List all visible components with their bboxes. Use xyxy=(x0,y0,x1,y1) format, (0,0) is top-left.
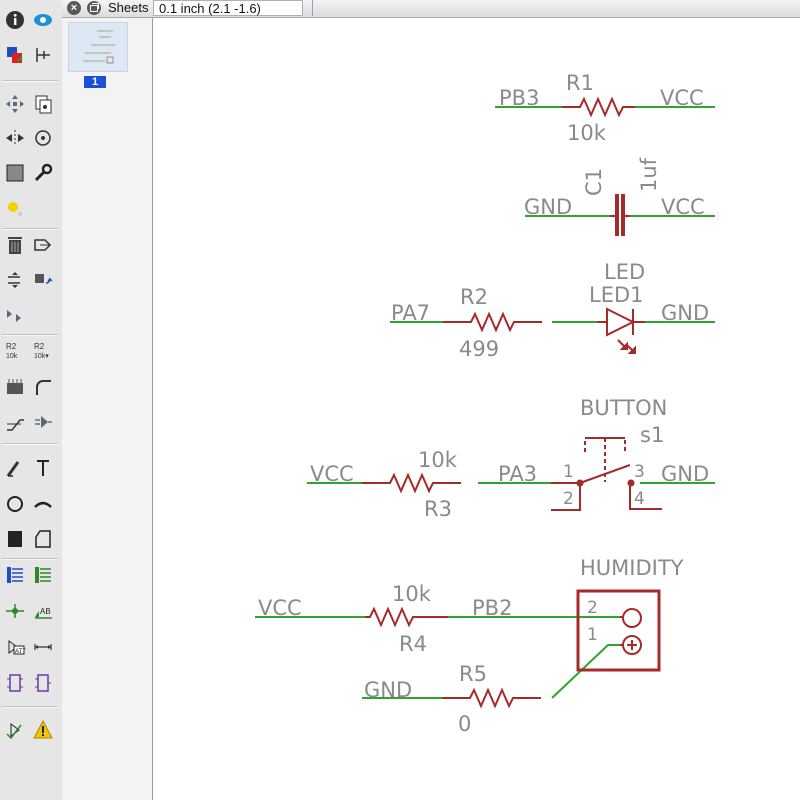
miter-icon[interactable] xyxy=(30,374,56,400)
frame-icon[interactable] xyxy=(2,670,28,696)
sheets-icon[interactable] xyxy=(87,1,101,15)
circle-icon[interactable] xyxy=(2,491,28,517)
sheets-tab-label[interactable]: Sheets xyxy=(108,0,149,15)
svg-text:10k▾: 10k▾ xyxy=(34,353,49,360)
svg-text:10k: 10k xyxy=(6,353,18,360)
r4-name-label: R4 xyxy=(399,632,427,656)
close-icon[interactable]: × xyxy=(67,1,81,15)
info-icon[interactable] xyxy=(2,7,28,33)
attribute-icon[interactable]: ATT xyxy=(2,634,28,660)
split-icon[interactable] xyxy=(2,409,28,435)
junction-icon[interactable] xyxy=(2,598,28,624)
rotate-icon[interactable] xyxy=(30,125,56,151)
copy-icon[interactable] xyxy=(30,91,56,117)
humidity-pin2-label: 2 xyxy=(587,598,598,618)
sheets-panel xyxy=(62,0,153,800)
svg-text:R2: R2 xyxy=(6,342,17,351)
led-name-label: LED1 xyxy=(589,283,644,307)
add-part-icon[interactable] xyxy=(30,232,56,258)
show-icon[interactable] xyxy=(30,7,56,33)
paste-icon[interactable] xyxy=(2,196,28,222)
bus-icon[interactable] xyxy=(2,562,28,588)
display-layers-icon[interactable] xyxy=(2,42,28,68)
r3-value-label: 10k xyxy=(418,448,458,472)
r3-left-net-label: VCC xyxy=(310,462,354,486)
humidity-net-label: PB2 xyxy=(472,596,512,620)
divider xyxy=(312,0,313,16)
r1-name-label: R1 xyxy=(566,71,594,95)
r5-name-label: R5 xyxy=(459,662,487,686)
r5-value-label: 0 xyxy=(458,712,471,736)
coordinate-display: 0.1 inch (2.1 -1.6) xyxy=(153,0,303,16)
arc-icon[interactable] xyxy=(30,491,56,517)
invoke-icon[interactable] xyxy=(30,409,56,435)
errors-icon[interactable] xyxy=(30,717,56,743)
mirror-icon[interactable] xyxy=(2,125,28,151)
button-name-label: s1 xyxy=(640,423,664,447)
r2-value-label: 499 xyxy=(459,337,499,361)
r3-name-label: R3 xyxy=(424,497,452,521)
polygon-icon[interactable] xyxy=(30,526,56,552)
svg-text:ATT: ATT xyxy=(15,649,26,655)
led-part-label: LED xyxy=(604,260,645,284)
schematic-drawing: PB3 R1 VCC 10k GND VCC C1 1uf LED LED1 G… xyxy=(255,71,715,736)
button-pin2-label: 2 xyxy=(563,489,574,509)
r1-value-label: 10k xyxy=(567,121,607,145)
r2-name-label: R2 xyxy=(460,285,488,309)
sheet-thumbnail[interactable] xyxy=(68,22,128,72)
c1-right-net-label: VCC xyxy=(661,195,705,219)
schematic-canvas[interactable]: PB3 R1 VCC 10k GND VCC C1 1uf LED LED1 G… xyxy=(153,18,800,800)
led-right-net-label: GND xyxy=(661,301,709,325)
mark-icon[interactable] xyxy=(30,42,56,68)
erc-icon[interactable] xyxy=(2,717,28,743)
change-icon[interactable] xyxy=(30,160,56,186)
value-icon[interactable]: R2 10k▾ xyxy=(30,338,56,364)
button-pin1-label: 1 xyxy=(563,462,574,482)
net-wires xyxy=(255,106,715,699)
net-icon[interactable] xyxy=(30,562,56,588)
c1-name-label: C1 xyxy=(582,168,606,196)
r4-left-net-label: VCC xyxy=(258,596,302,620)
gateswap-icon[interactable] xyxy=(2,303,28,329)
group-icon[interactable] xyxy=(2,160,28,186)
part-symbols xyxy=(362,96,662,709)
r4-value-label: 10k xyxy=(392,582,432,606)
module-icon[interactable] xyxy=(30,670,56,696)
button-pin4-label: 4 xyxy=(634,489,645,509)
svg-text:AB: AB xyxy=(40,607,51,616)
dimension-icon[interactable] xyxy=(30,634,56,660)
wire-icon[interactable] xyxy=(2,455,28,481)
button-pin3-label: 3 xyxy=(634,462,645,482)
r1-left-net-label: PB3 xyxy=(499,86,539,110)
replace-icon[interactable] xyxy=(30,267,56,293)
r2-left-net-label: PA7 xyxy=(391,301,430,325)
humidity-pin1-label: 1 xyxy=(587,625,598,645)
pinswap-icon[interactable] xyxy=(2,267,28,293)
button-right-net-label: GND xyxy=(661,462,709,486)
c1-value-label: 1uf xyxy=(637,157,661,192)
c1-left-net-label: GND xyxy=(524,195,572,219)
smash-icon[interactable] xyxy=(2,374,28,400)
rect-icon[interactable] xyxy=(2,526,28,552)
humidity-part-label: HUMIDITY xyxy=(580,556,684,580)
label-icon[interactable]: AB xyxy=(30,598,56,624)
move-icon[interactable] xyxy=(2,91,28,117)
button-part-label: BUTTON xyxy=(580,396,667,420)
r5-left-net-label: GND xyxy=(364,678,412,702)
r1-right-net-label: VCC xyxy=(660,86,704,110)
button-left-net-label: PA3 xyxy=(498,462,537,486)
delete-icon[interactable] xyxy=(2,232,28,258)
text-icon[interactable] xyxy=(30,455,56,481)
svg-text:R2: R2 xyxy=(34,342,45,351)
sheet-number[interactable]: 1 xyxy=(84,76,106,88)
